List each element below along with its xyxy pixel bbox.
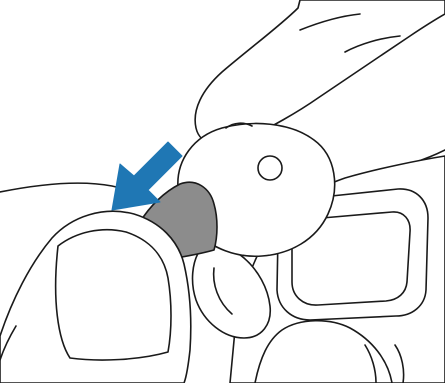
gripping-fingers <box>191 0 445 339</box>
upper-finger <box>194 0 445 147</box>
pulling-finger <box>0 210 192 383</box>
left-finger-nail <box>54 228 172 361</box>
upper-finger-nail <box>344 35 401 53</box>
finger-nail-right <box>394 344 405 383</box>
lower-finger <box>254 319 393 383</box>
left-finger-crease <box>0 325 17 361</box>
upper-finger-crease <box>299 13 361 31</box>
finger-crease-right <box>364 344 377 383</box>
earbud <box>139 122 336 259</box>
thumb-nail <box>212 267 233 315</box>
thumb <box>191 245 271 339</box>
left-finger <box>0 210 192 383</box>
earbud-top-seam <box>225 122 253 129</box>
earbud-sensor <box>257 155 283 181</box>
pull-direction-arrow-icon <box>111 141 183 211</box>
holding-hand <box>229 155 445 383</box>
